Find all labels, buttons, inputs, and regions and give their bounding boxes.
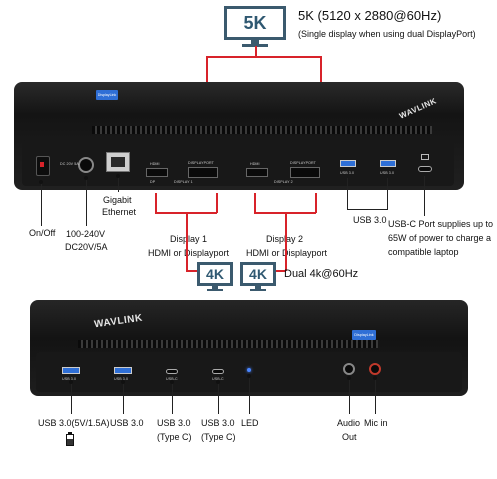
callout-typec2-2: (Type C)	[201, 432, 236, 442]
connector-line	[206, 56, 322, 58]
displayport-port-2[interactable]	[290, 167, 320, 178]
monitor-4k-2-label: 4K	[240, 262, 276, 286]
typec2-label: USB-C	[212, 377, 224, 381]
callout-typec1-2: (Type C)	[157, 432, 192, 442]
callout-typec2-1: USB 3.0	[201, 418, 235, 428]
usb30-rear-b-label: USB 3.0	[380, 171, 395, 175]
callout-usbc-2: 65W of power to charge a	[388, 233, 492, 243]
callout-display2-1: Display 2	[266, 234, 304, 244]
usb-c-port-front-1[interactable]	[166, 369, 178, 374]
display1-label: DISPLAY 1	[174, 180, 193, 184]
usb-c-pd-port[interactable]	[418, 166, 432, 172]
dc-power-jack[interactable]	[78, 157, 94, 173]
callout-usb30: USB 3.0	[353, 215, 387, 225]
dual-4k-text: Dual 4k@60Hz	[284, 268, 359, 280]
callout-led: LED	[241, 418, 259, 428]
usb-port-rear-2[interactable]	[380, 160, 396, 167]
usb1-label: USB 3.0	[62, 377, 77, 381]
hdmi1-label: HDMI	[150, 162, 160, 166]
callout-usb: USB 3.0	[110, 418, 144, 428]
displaylink-badge: DisplayLink	[96, 90, 118, 100]
dp1-label: DISPLAYPORT	[188, 161, 214, 165]
monitor-4k-1-label: 4K	[197, 262, 233, 286]
vent-grille	[78, 340, 378, 348]
resolution-note: (Single display when using dual DisplayP…	[298, 29, 476, 39]
callout-display1-2: HDMI or Displayport	[148, 248, 230, 258]
usb-port-rear-1[interactable]	[340, 160, 356, 167]
callout-mic: Mic in	[364, 418, 388, 428]
dp2-label: DISPLAYPORT	[290, 161, 316, 165]
battery-charge-icon	[66, 434, 74, 446]
led-indicator	[247, 368, 251, 372]
callout-usb-charge: USB 3.0(5V/1.5A)	[38, 418, 110, 428]
callout-ethernet-1: Gigabit	[103, 195, 132, 205]
displayport-port-1[interactable]	[188, 167, 218, 178]
callout-audio-2: Out	[342, 432, 357, 442]
callout-typec1-1: USB 3.0	[157, 418, 191, 428]
usb-port-front-charge[interactable]	[62, 367, 80, 374]
mic-jack-icon[interactable]	[369, 363, 381, 375]
resolution-text: 5K (5120 x 2880@60Hz)	[298, 8, 442, 23]
callout-usbc-1: USB-C Port supplies up to	[388, 219, 494, 229]
usb-port-front-2[interactable]	[114, 367, 132, 374]
hdmi-port-2[interactable]	[246, 168, 268, 177]
callout-audio-1: Audio	[337, 418, 361, 428]
usb2-label: USB 3.0	[114, 377, 129, 381]
hdmi-port-1[interactable]	[146, 168, 168, 177]
monitor-5k-label: 5K	[224, 6, 286, 40]
displaylink-badge-front: DisplayLink	[352, 330, 376, 340]
callout-power-2: DC20V/5A	[65, 242, 108, 252]
usb-c-port-front-2[interactable]	[212, 369, 224, 374]
callout-ethernet-2: Ethernet	[102, 207, 137, 217]
typec1-label: USB-C	[166, 377, 178, 381]
headphone-jack-icon[interactable]	[343, 363, 355, 375]
hdmi2-label: HDMI	[250, 162, 260, 166]
vent-grille	[92, 126, 432, 134]
dp-small-label: DP	[150, 180, 156, 184]
usb30-rear-a-label: USB 3.0	[340, 171, 355, 175]
dc-label: DC 20V 5A	[60, 162, 79, 166]
callout-onoff: On/Off	[29, 228, 56, 238]
display2-label: DISPLAY 2	[274, 180, 293, 184]
callout-display1-1: Display 1	[170, 234, 208, 244]
callout-power-1: 100-240V	[66, 229, 106, 239]
laptop-icon	[421, 154, 429, 160]
connector-line	[255, 46, 257, 56]
callout-usbc-3: compatible laptop	[388, 247, 459, 257]
